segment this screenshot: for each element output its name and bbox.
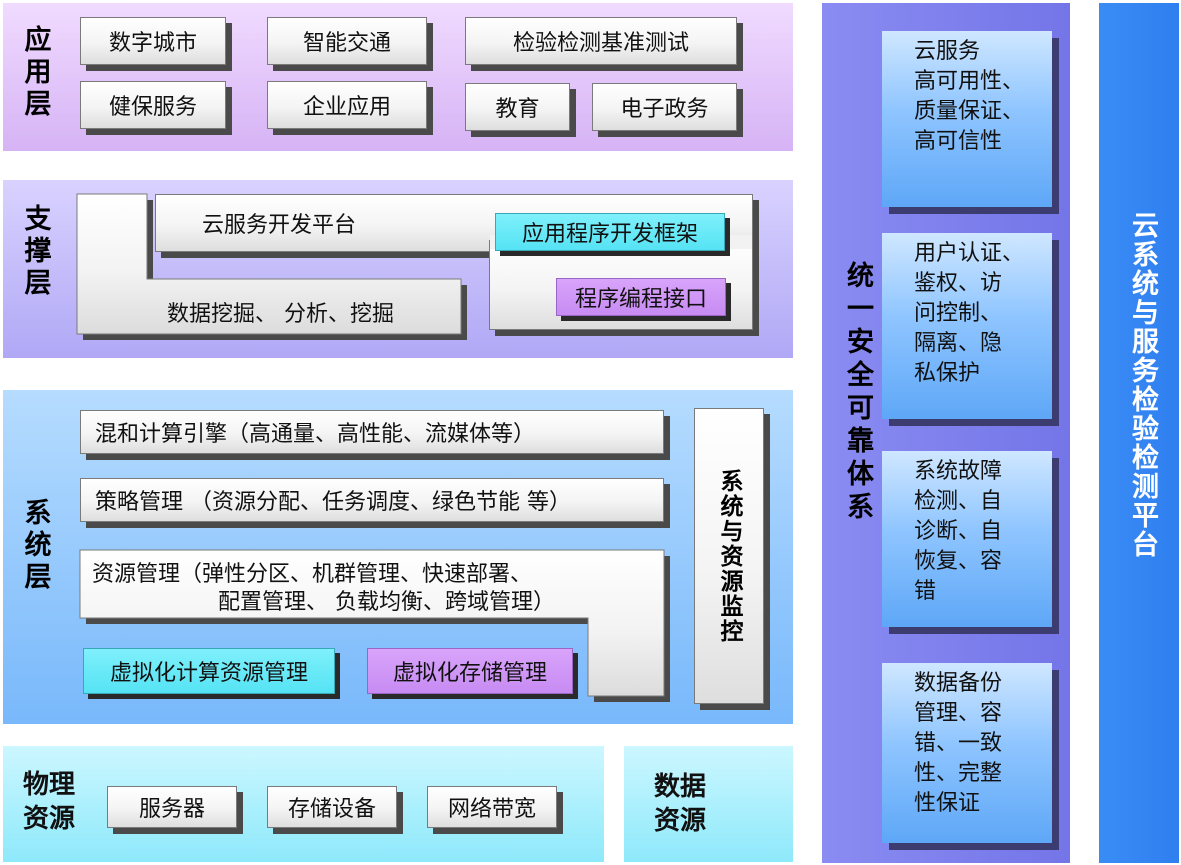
physical-resource-label: 物理资源 — [23, 770, 76, 834]
physical-item-server: 服务器 — [107, 786, 237, 828]
security-system-panel: 统一安全可靠体系 云服务 高可用性、 质量保证、 高可信性 用户认证、 鉴权、访… — [822, 3, 1070, 863]
security-card-fault-tolerance: 系统故障 检测、自 诊断、自 恢复、容 错 — [882, 451, 1052, 627]
physical-item-storage: 存储设备 — [267, 786, 397, 828]
data-resource-label: 数据资源 — [654, 772, 707, 836]
app-item-health-service: 健保服务 — [80, 81, 226, 129]
physical-item-bandwidth: 网络带宽 — [427, 786, 557, 828]
programming-interface-box: 程序编程接口 — [556, 278, 726, 316]
testing-platform-panel: 云系统与服务检验检测平台 — [1099, 3, 1179, 863]
support-layer-band: 支撑层 数据挖掘、 分析、挖掘 云服务开发平台 应用程序开发框架 程序编程接口 — [3, 180, 793, 358]
policy-mgmt-box: 策略管理 （资源分配、任务调度、绿色节能 等） — [80, 478, 664, 522]
monitor-label: 系统与资源监控 — [716, 468, 742, 644]
app-item-smart-traffic: 智能交通 — [267, 17, 427, 65]
hybrid-engine-box: 混和计算引擎（高通量、高性能、流媒体等） — [80, 410, 664, 454]
app-item-enterprise-app: 企业应用 — [267, 81, 427, 129]
system-layer-label: 系统层 — [24, 498, 52, 593]
system-layer-band: 系统层 混和计算引擎（高通量、高性能、流媒体等） 策略管理 （资源分配、任务调度… — [3, 390, 793, 724]
security-system-title: 统一安全可靠体系 — [842, 261, 873, 525]
app-item-digital-city: 数字城市 — [80, 17, 226, 65]
security-card-data-backup: 数据备份 管理、容 错、一致 性、完整 性保证 — [882, 663, 1052, 843]
physical-resource-band: 物理资源 服务器 存储设备 网络带宽 — [3, 746, 604, 862]
resource-mgmt-box: 资源管理（弹性分区、机群管理、快速部署、 配置管理、 负载均衡、跨域管理） — [79, 549, 680, 710]
data-resource-band: 数据资源 — [624, 746, 793, 862]
virtual-compute-box: 虚拟化计算资源管理 — [83, 648, 335, 694]
resource-mgmt-line2: 配置管理、 负载均衡、跨域管理） — [218, 590, 555, 615]
application-layer-label: 应用层 — [24, 25, 52, 120]
app-framework-box: 应用程序开发框架 — [495, 213, 725, 251]
support-layer-label: 支撑层 — [24, 204, 52, 299]
virtual-storage-box: 虚拟化存储管理 — [367, 648, 573, 694]
security-card-availability: 云服务 高可用性、 质量保证、 高可信性 — [882, 31, 1052, 207]
app-item-e-government: 电子政务 — [592, 83, 737, 131]
data-mining-box: 数据挖掘、 分析、挖掘 — [76, 193, 477, 344]
security-card-auth-privacy: 用户认证、 鉴权、访 问控制、 隔离、隐 私保护 — [882, 233, 1052, 419]
resource-mgmt-line1: 资源管理（弹性分区、机群管理、快速部署、 — [92, 562, 533, 587]
application-layer-band: 应用层 数字城市 智能交通 检验检测基准测试 健保服务 企业应用 教育 电子政务 — [3, 3, 793, 151]
app-item-benchmark-testing: 检验检测基准测试 — [465, 17, 737, 65]
monitor-box: 系统与资源监控 — [694, 408, 764, 704]
cloud-dev-platform-label: 云服务开发平台 — [202, 213, 357, 238]
testing-platform-title: 云系统与服务检验检测平台 — [1127, 211, 1158, 559]
data-mining-label: 数据挖掘、 分析、挖掘 — [167, 302, 394, 327]
app-item-education: 教育 — [465, 83, 570, 131]
